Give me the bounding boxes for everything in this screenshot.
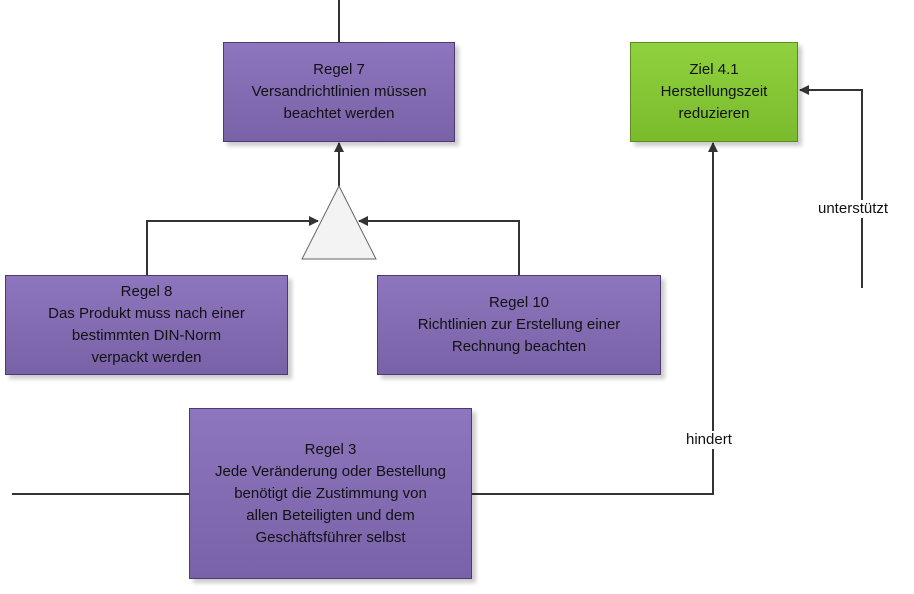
regel10-to-and-arrow (358, 216, 520, 275)
ziel41-node[interactable]: Ziel 4.1 Herstellungszeit reduzieren (630, 42, 798, 142)
regel8-title: Regel 8 (120, 283, 173, 300)
regel3-text-line3: allen Beteiligten und dem (246, 506, 415, 524)
regel8-text-line2: bestimmten DIN-Norm (71, 327, 222, 344)
regel3-text-line4: Geschäftsführer selbst (255, 528, 406, 546)
regel7-text-line1: Versandrichtlinien müssen (251, 83, 427, 100)
regel7-text-line2: beachtet werden (283, 105, 395, 122)
regel7-node[interactable]: Regel 7 Versandrichtlinien müssen beacht… (223, 42, 455, 142)
ziel41-title: Ziel 4.1 (689, 61, 739, 78)
regel3-text-line1: Jede Veränderung oder Bestellung (214, 462, 446, 480)
regel3-node[interactable]: Regel 3 Jede Veränderung oder Bestellung… (189, 408, 472, 579)
ziel41-text-line1: Herstellungszeit (660, 83, 768, 100)
hinders-arrow (472, 142, 718, 495)
supports-arrow (799, 85, 863, 288)
regel10-text-line2: Rechnung beachten (451, 338, 587, 355)
regel8-text-line3: verpackt werden (91, 349, 202, 366)
regel10-title: Regel 10 (488, 294, 550, 311)
regel7-title: Regel 7 (313, 61, 365, 78)
regel8-to-and-arrow (146, 216, 319, 275)
regel10-text-line1: Richtlinien zur Erstellung einer (417, 316, 621, 333)
regel8-node[interactable]: Regel 8 Das Produkt muss nach einer best… (5, 275, 288, 375)
ziel41-text-line2: reduzieren (678, 105, 750, 122)
regel3-text-line2: benötigt die Zustimmung von (234, 484, 427, 502)
regel10-node[interactable]: Regel 10 Richtlinien zur Erstellung eine… (377, 275, 661, 375)
regel3-title: Regel 3 (304, 440, 357, 458)
supports-label: unterstützt (816, 200, 891, 218)
hinders-label: hindert (684, 431, 734, 449)
and-connector-triangle (301, 184, 377, 260)
regel8-text-line1: Das Produkt muss nach einer (48, 305, 245, 322)
